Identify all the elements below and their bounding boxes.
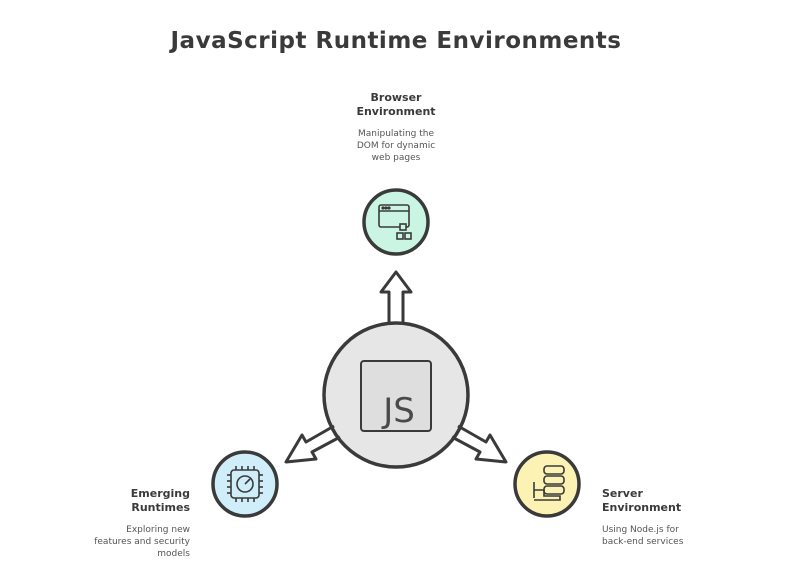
browser-window-icon [378,204,412,240]
browser-circle [362,188,430,256]
server-node [513,450,581,518]
arrow-to-browser [379,270,413,323]
emerging-desc-line: features and security [94,537,190,547]
server-title-line: Environment [602,501,682,514]
diagram-title: JavaScript Runtime Environments [170,28,622,54]
arrow-to-server [451,424,508,464]
arrow-down-right-icon [451,424,508,464]
server-title-line: Server [602,487,643,500]
js-logo-icon [360,360,432,432]
server-desc-line: back-end services [602,537,684,547]
emerging-title: Emerging Runtimes [70,487,190,515]
hub-label: JS [381,391,415,431]
arrow-up-icon [379,270,413,323]
server-icon [533,465,565,501]
arrow-down-left-icon [284,424,341,464]
browser-title: Browser Environment [336,91,456,119]
browser-desc-line: web pages [371,153,421,163]
emerging-title-line: Emerging [130,487,190,500]
chip-icon [227,466,263,502]
browser-title-line: Environment [356,105,436,118]
emerging-node [211,450,279,518]
emerging-desc-line: models [157,549,190,559]
browser-desc-line: Manipulating the [358,129,434,139]
emerging-description: Exploring new features and security mode… [50,524,190,560]
arrow-to-emerging [284,424,341,464]
server-description: Using Node.js for back-end services [602,524,752,548]
browser-description: Manipulating the DOM for dynamic web pag… [336,128,456,164]
emerging-desc-line: Exploring new [126,525,190,535]
browser-node [362,188,430,256]
browser-desc-line: DOM for dynamic [356,141,436,151]
hub-node: JS [322,321,470,469]
browser-title-line: Browser [370,91,422,104]
emerging-title-line: Runtimes [131,501,190,514]
server-title: Server Environment [602,487,722,515]
server-desc-line: Using Node.js for [602,525,679,535]
